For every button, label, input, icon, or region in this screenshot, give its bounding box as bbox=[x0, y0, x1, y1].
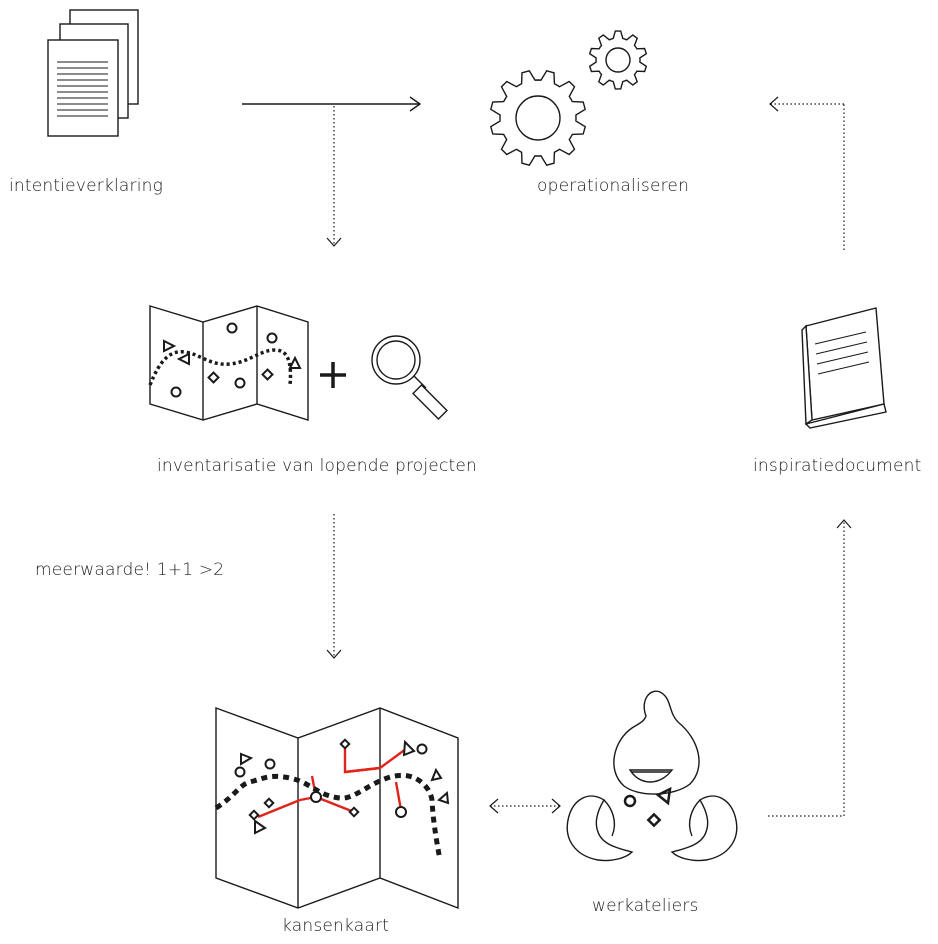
arrow-docs-to-gears bbox=[242, 96, 422, 112]
label-inventarisatie: inventarisatie van lopende projecten bbox=[157, 456, 478, 476]
gears-icon bbox=[489, 30, 648, 167]
folded-map-icon bbox=[148, 305, 309, 421]
label-intentieverklaring: intentieverklaring bbox=[9, 176, 164, 196]
label-kansenkaart: kansenkaart bbox=[282, 916, 390, 936]
arrow-booklet-to-gears bbox=[769, 96, 845, 250]
workshop-group-icon bbox=[566, 690, 738, 862]
arrow-to-inventory bbox=[326, 106, 342, 247]
arrow-to-inspiratiedocument bbox=[768, 519, 852, 817]
arrow-kansenkaart-werkateliers bbox=[489, 798, 561, 814]
label-operationaliseren: operationaliseren bbox=[537, 176, 690, 196]
label-meerwaarde: meerwaarde! 1+1 >2 bbox=[35, 560, 225, 580]
magnifier-icon bbox=[371, 335, 448, 420]
label-inspiratiedocument: inspiratiedocument bbox=[753, 456, 922, 476]
document-stack-icon bbox=[47, 9, 139, 137]
opportunity-map-icon bbox=[214, 706, 459, 910]
plus-icon bbox=[320, 362, 346, 388]
arrow-to-kansenkaart bbox=[326, 514, 342, 659]
booklet-icon bbox=[801, 307, 887, 429]
label-werkateliers: werkateliers bbox=[592, 896, 699, 916]
